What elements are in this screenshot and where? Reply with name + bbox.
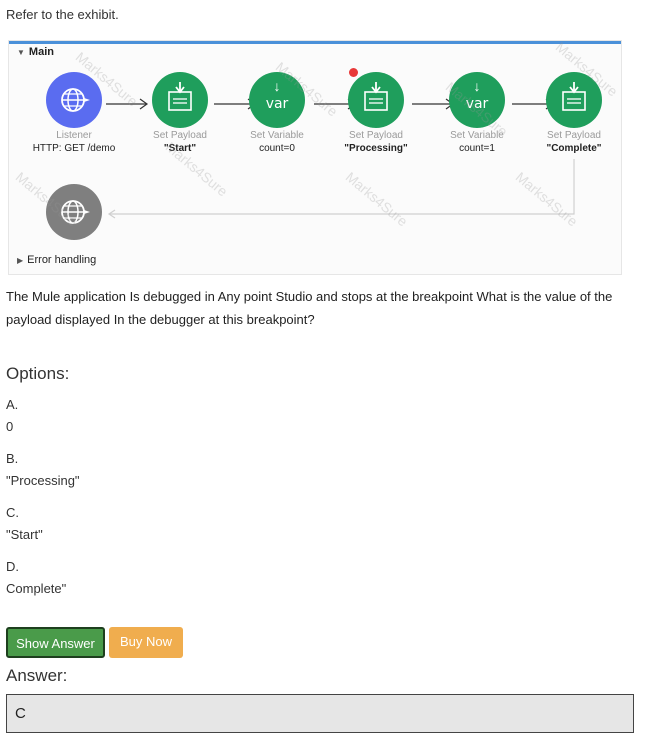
- set-payload-icon: [562, 82, 586, 111]
- answer-title: Answer:: [6, 666, 68, 685]
- question-text: The Mule application Is debugged in Any …: [6, 289, 613, 327]
- option-text: "Start": [6, 527, 43, 542]
- main-flow-label-text: Main: [28, 46, 54, 58]
- option-letter: A.: [6, 397, 19, 412]
- node-value: HTTP: GET /demo: [32, 143, 116, 154]
- node-title: Set Payload: [547, 130, 601, 141]
- show-answer-button[interactable]: Show Answer: [6, 627, 105, 658]
- down-arrow-icon: ↓: [273, 78, 281, 94]
- globe-icon: [61, 88, 90, 112]
- set-variable-node: ↓ var: [249, 72, 305, 128]
- option-text: Complete": [6, 581, 67, 596]
- node-value: "Processing": [344, 143, 408, 154]
- option-letter: D.: [6, 559, 19, 574]
- error-handling-text: Error handling: [27, 254, 97, 266]
- down-arrow-icon: ↓: [473, 78, 481, 94]
- exhibit-diagram: ▼Main Listener HTTP: GET /demo Set Paylo…: [8, 40, 622, 275]
- option-letter: B.: [6, 451, 19, 466]
- set-variable-node: ↓ var: [449, 72, 505, 128]
- globe-icon: [61, 200, 90, 224]
- answer-box: C: [6, 694, 634, 733]
- node-title: Set Variable: [250, 130, 304, 141]
- options-title: Options:: [6, 364, 70, 383]
- breakpoint-icon: [349, 68, 358, 77]
- node-value: "Start": [163, 143, 197, 154]
- node-title: Set Payload: [349, 130, 403, 141]
- collapse-triangle-icon: ▼: [17, 48, 25, 57]
- node-value: "Complete": [546, 143, 602, 154]
- set-payload-node: [152, 72, 208, 128]
- var-icon: var: [265, 96, 289, 112]
- return-path-line: [107, 159, 575, 219]
- option-letter: C.: [6, 505, 19, 520]
- expand-triangle-icon: ▶: [17, 256, 24, 265]
- option-text: "Processing": [6, 473, 80, 488]
- set-payload-node: [348, 72, 404, 128]
- node-value: count=0: [259, 143, 295, 154]
- error-handling-label: ▶Error handling: [17, 254, 96, 266]
- intro-text: Refer to the exhibit.: [6, 7, 119, 22]
- buy-now-button[interactable]: Buy Now: [109, 627, 183, 658]
- node-title: Listener: [56, 130, 92, 141]
- node-title: Set Payload: [153, 130, 207, 141]
- response-node: [46, 184, 102, 240]
- node-value: count=1: [459, 143, 495, 154]
- node-title: Set Variable: [450, 130, 504, 141]
- listener-node: [46, 72, 102, 128]
- set-payload-node: [546, 72, 602, 128]
- flow-top-border: [9, 41, 621, 44]
- option-text: 0: [6, 419, 14, 434]
- var-icon: var: [465, 96, 489, 112]
- main-flow-label: ▼Main: [17, 46, 54, 58]
- flow-arrow: [106, 98, 149, 110]
- set-payload-icon: [168, 82, 192, 111]
- set-payload-icon: [364, 82, 388, 111]
